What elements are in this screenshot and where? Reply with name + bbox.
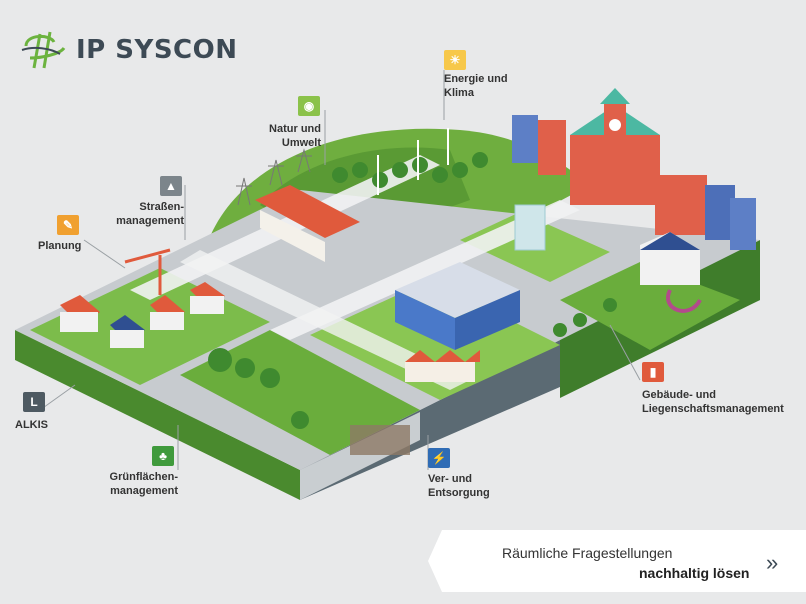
sun-icon[interactable]: ☀: [444, 50, 466, 70]
label-natur[interactable]: Natur und Umwelt: [269, 123, 321, 149]
syscon-logo-icon: [21, 31, 66, 69]
label-gruen[interactable]: Grünflächen- management: [109, 471, 178, 497]
power-pylon-icon[interactable]: ⚡: [428, 448, 450, 468]
cta-panel[interactable]: [428, 530, 806, 592]
owl-icon[interactable]: ◉: [298, 96, 320, 116]
cadastre-icon[interactable]: L: [23, 392, 45, 412]
cta-line2: nachhaltig lösen: [639, 565, 750, 581]
buildings-icon[interactable]: ▮: [642, 362, 664, 382]
brand-logo[interactable]: IP SYSCON: [20, 28, 238, 72]
label-alkis[interactable]: ALKIS: [15, 419, 48, 431]
cta-line1: Räumliche Fragestellungen: [502, 545, 673, 561]
label-ver[interactable]: Ver- und Entsorgung: [428, 473, 490, 499]
label-planung[interactable]: Planung: [38, 240, 82, 252]
brand-name: IP SYSCON: [76, 35, 238, 65]
next-arrow-icon[interactable]: »: [766, 550, 779, 575]
drafting-icon[interactable]: ✎: [57, 215, 79, 235]
label-gebaeude[interactable]: Gebäude- und Liegenschaftsmanagement: [642, 389, 784, 415]
road-icon[interactable]: ▲: [160, 176, 182, 196]
trees-icon[interactable]: ♣: [152, 446, 174, 466]
label-energie[interactable]: Energie und Klima: [444, 73, 508, 99]
label-strassen[interactable]: Straßen- management: [116, 201, 184, 227]
